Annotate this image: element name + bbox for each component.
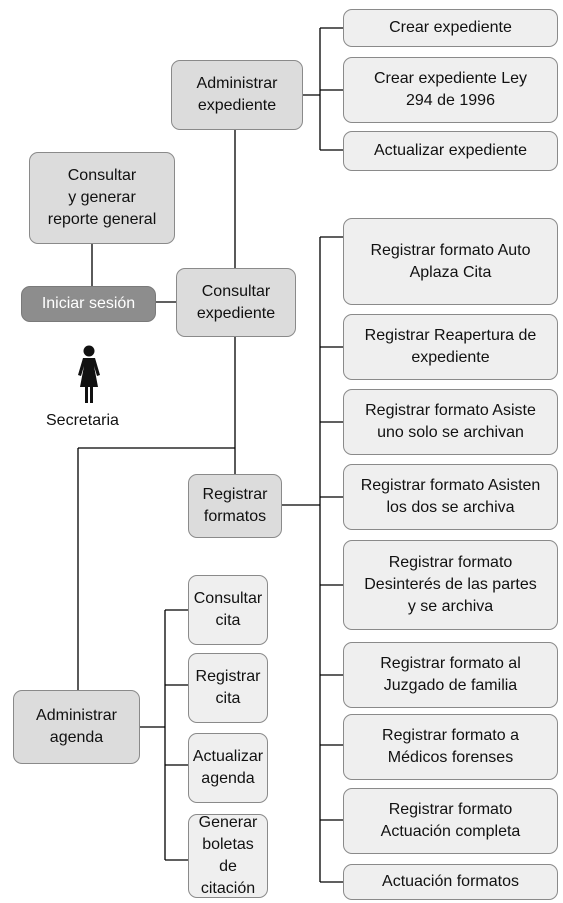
formato-node: Registrar formato Asiste uno solo se arc… <box>343 389 558 455</box>
formato-node: Registrar formato Asisten los dos se arc… <box>343 464 558 530</box>
consultar-cita-node: Consultar cita <box>188 575 268 645</box>
crear-expediente-node: Crear expediente <box>343 9 558 47</box>
registrar-formatos-node: Registrar formatos <box>188 474 282 538</box>
formato-node: Registrar Reapertura de expediente <box>343 314 558 380</box>
administrar-expediente-node: Administrar expediente <box>171 60 303 130</box>
generar-boletas-node: Generar boletas de citación <box>188 814 268 898</box>
actor-label: Secretaria <box>46 412 119 429</box>
formato-node: Registrar formato Desinterés de las part… <box>343 540 558 630</box>
formato-node: Registrar formato a Médicos forenses <box>343 714 558 780</box>
registrar-cita-node: Registrar cita <box>188 653 268 723</box>
consultar-expediente-node: Consultar expediente <box>176 268 296 337</box>
iniciar-sesion-node: Iniciar sesión <box>21 286 156 322</box>
formato-node: Actuación formatos <box>343 864 558 900</box>
formato-node: Registrar formato Auto Aplaza Cita <box>343 218 558 305</box>
actualizar-agenda-node: Actualizar agenda <box>188 733 268 803</box>
actualizar-expediente-node: Actualizar expediente <box>343 131 558 171</box>
consultar-reporte-general-node: Consultar y generar reporte general <box>29 152 175 244</box>
administrar-agenda-node: Administrar agenda <box>13 690 140 764</box>
formato-node: Registrar formato al Juzgado de familia <box>343 642 558 708</box>
crear-expediente-ley-node: Crear expediente Ley 294 de 1996 <box>343 57 558 123</box>
person-icon <box>78 345 100 403</box>
formato-node: Registrar formato Actuación completa <box>343 788 558 854</box>
